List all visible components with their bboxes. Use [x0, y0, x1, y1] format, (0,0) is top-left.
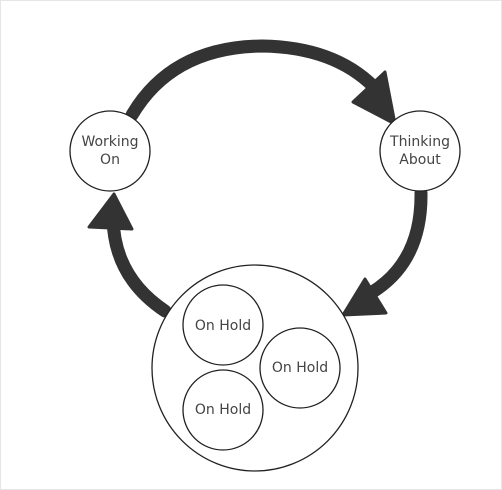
arrow-working-to-thinking-shaft: [125, 39, 381, 122]
arrow-onhold-to-working-head: [87, 192, 134, 231]
node-on-hold-3-circle: [182, 369, 264, 451]
arrow-onhold-to-working: [87, 192, 172, 318]
node-on-hold-2-label: On Hold: [272, 360, 328, 376]
node-thinking-about-circle: [379, 110, 461, 192]
arrow-working-to-thinking: [125, 39, 397, 126]
node-working-on: Working On: [69, 110, 151, 192]
arrow-working-to-thinking-head: [351, 70, 397, 126]
node-working-on-label-line1: Working: [81, 134, 138, 150]
group-on-hold: On Hold On Hold On Hold: [151, 264, 359, 472]
node-on-hold-1-circle: [182, 284, 264, 366]
arrow-thinking-to-onhold-shaft: [364, 186, 428, 300]
arrow-onhold-to-working-shaft: [106, 211, 172, 318]
node-on-hold-1: On Hold: [182, 284, 264, 366]
node-on-hold-1-label: On Hold: [195, 318, 251, 334]
arrow-thinking-to-onhold-head: [341, 277, 388, 317]
arrow-thinking-to-onhold: [341, 186, 428, 317]
node-thinking-about: Thinking About: [379, 110, 461, 192]
node-working-on-circle: [69, 110, 151, 192]
node-on-hold-3-label: On Hold: [195, 402, 251, 418]
node-thinking-about-label-line2: About: [399, 152, 441, 168]
node-on-hold-3: On Hold: [182, 369, 264, 451]
node-working-on-label-line2: On: [100, 152, 120, 168]
node-on-hold-2-circle: [259, 327, 341, 409]
node-on-hold-2: On Hold: [259, 327, 341, 409]
node-thinking-about-label-line1: Thinking: [389, 134, 450, 150]
